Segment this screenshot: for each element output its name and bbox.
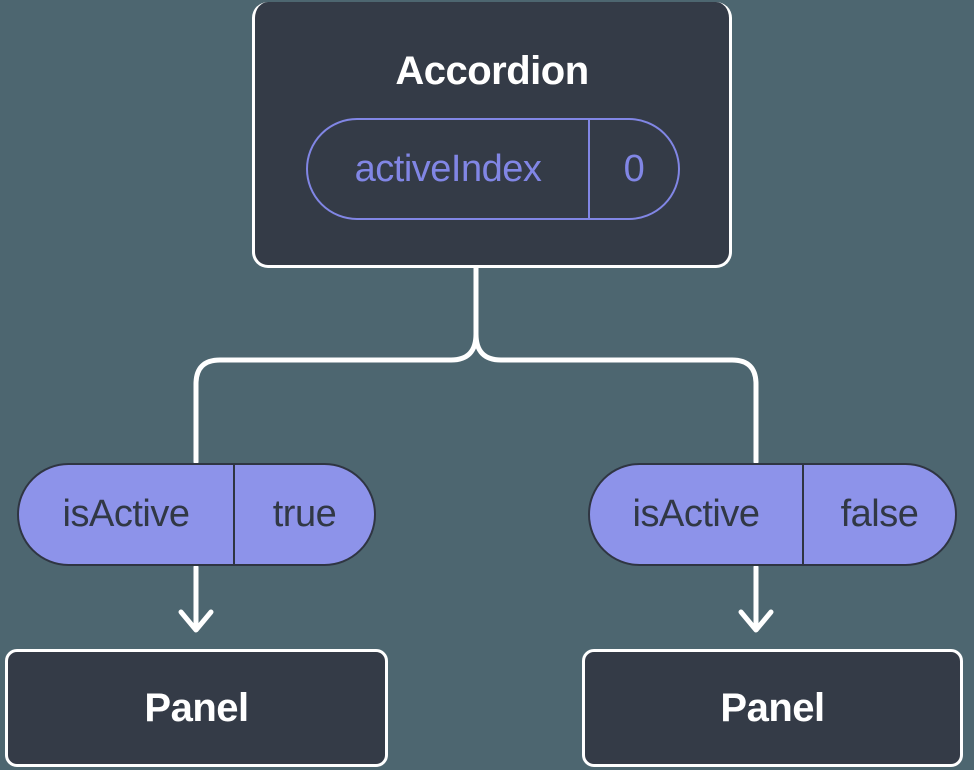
arrow-left-head [178,609,214,633]
connector-branch-right [473,331,759,465]
prop-pill-isactive-right: isActive false [588,463,957,566]
accordion-node-title: Accordion [395,49,589,93]
state-name-label: activeIndex [308,120,590,218]
panel-node-right: Panel [582,649,963,767]
panel-node-title: Panel [144,686,249,730]
prop-name-label: isActive [590,465,804,564]
state-value-label: 0 [623,147,645,190]
arrow-right-head [738,609,774,633]
panel-node-title: Panel [720,686,825,730]
panel-node-left: Panel [5,649,388,767]
prop-name-label: isActive [19,465,235,564]
prop-value-label: true [272,493,337,535]
state-pill-activeindex: activeIndex 0 [306,118,680,220]
prop-value-label: false [840,493,919,535]
connector-branch-left [193,331,479,465]
prop-pill-isactive-left: isActive true [17,463,376,566]
accordion-node: Accordion [252,2,732,268]
